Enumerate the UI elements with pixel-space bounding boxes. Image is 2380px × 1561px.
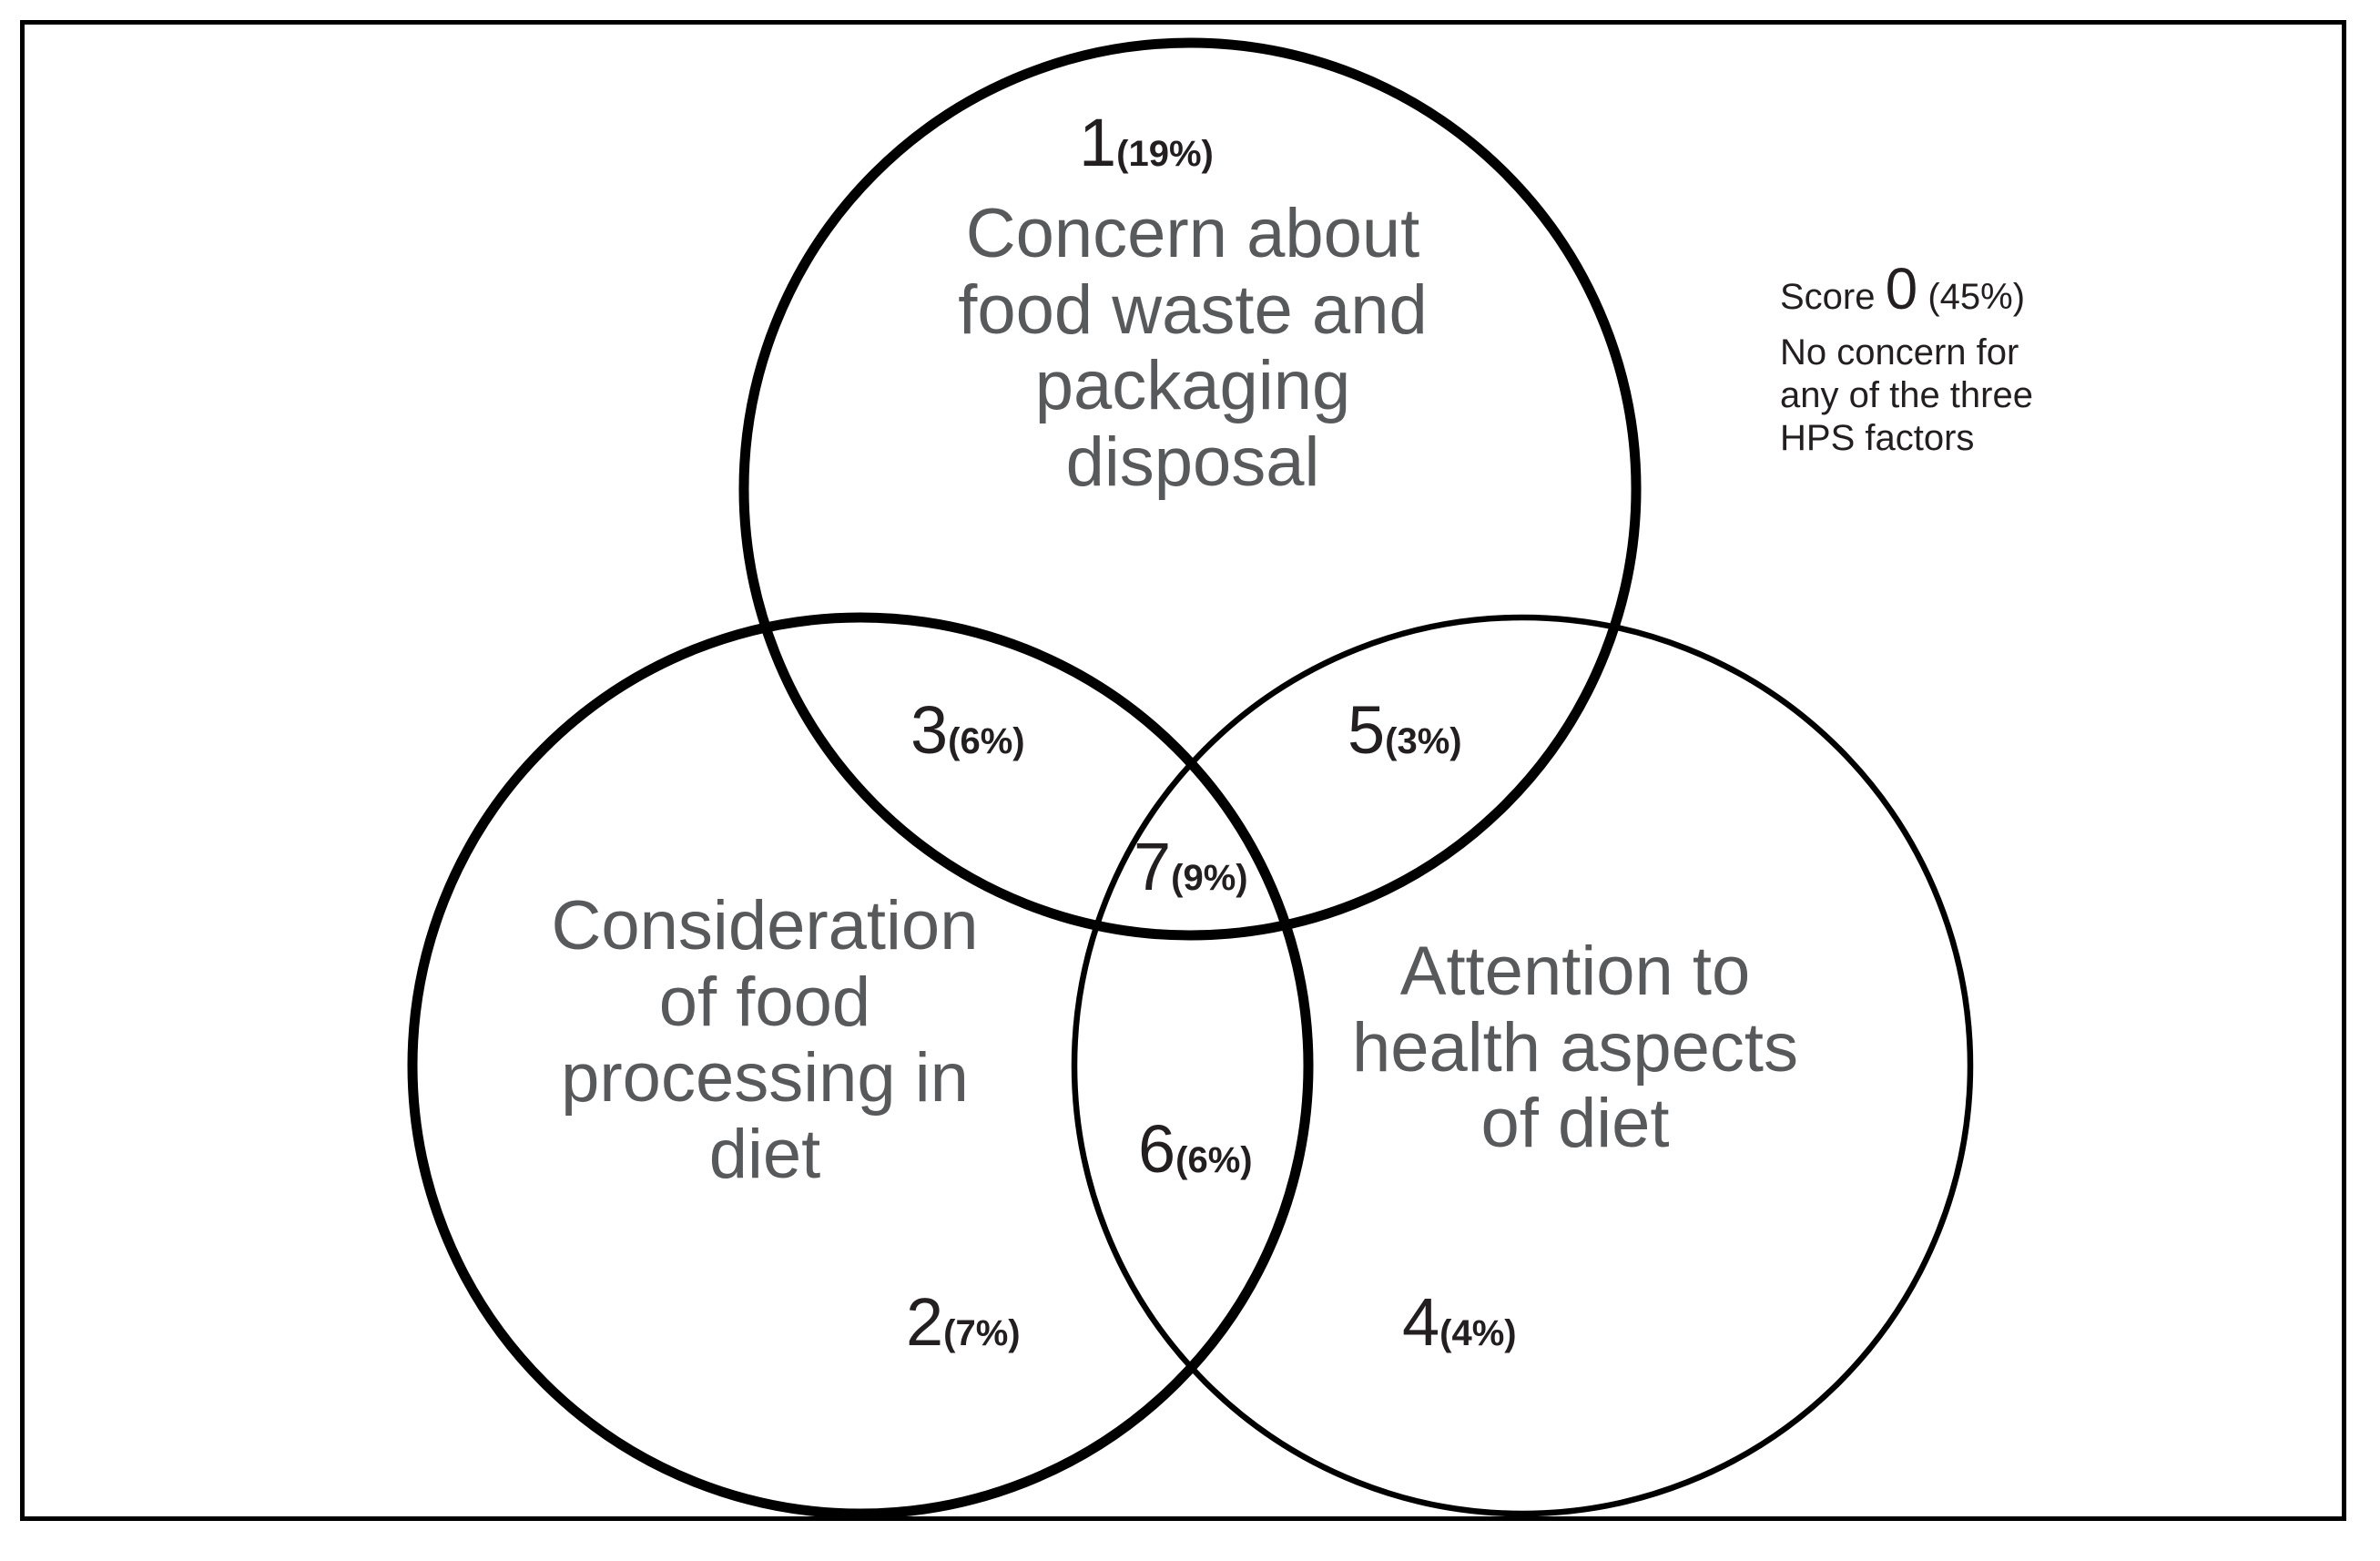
score-percent: (45%) [1917,277,2026,317]
region-label-4: 4(4%) [1402,1289,1517,1356]
region-number-5: 5 [1348,692,1386,768]
region-percent-4: (4%) [1439,1313,1517,1353]
score-word: Score [1780,277,1886,317]
region-number-3: 3 [910,692,949,768]
region-label-6: 6(6%) [1138,1116,1253,1183]
region-percent-1: (19%) [1116,134,1214,174]
region-label-5: 5(3%) [1348,697,1462,764]
region-label-1: 1(19%) [1079,109,1214,177]
circle-left [407,612,1314,1519]
score-zero-note: Score 0 (45%) No concern for any of the … [1780,255,2171,461]
region-number-6: 6 [1138,1111,1176,1187]
circle-top [738,37,1642,941]
region-percent-6: (6%) [1175,1140,1253,1180]
circle-right [1071,614,1974,1517]
set-label-top: Concern about food waste and packaging d… [958,195,1428,501]
region-number-4: 4 [1402,1284,1440,1360]
region-percent-5: (3%) [1385,721,1462,761]
score-zero-description: No concern for any of the three HPS fact… [1780,332,2033,459]
score-zero-headline: Score 0 (45%) [1780,255,2171,322]
region-percent-7: (9%) [1171,858,1248,898]
region-percent-2: (7%) [943,1313,1021,1353]
set-label-right: Attention to health aspects of diet [1351,933,1799,1163]
region-number-7: 7 [1134,829,1172,904]
region-number-2: 2 [906,1284,944,1360]
region-label-7: 7(9%) [1134,833,1248,901]
region-percent-3: (6%) [948,721,1025,761]
region-label-2: 2(7%) [906,1289,1021,1356]
region-number-1: 1 [1079,105,1117,180]
set-label-left: Consideration of food processing in diet [551,887,979,1193]
region-label-3: 3(6%) [910,697,1025,764]
score-number: 0 [1885,256,1918,321]
